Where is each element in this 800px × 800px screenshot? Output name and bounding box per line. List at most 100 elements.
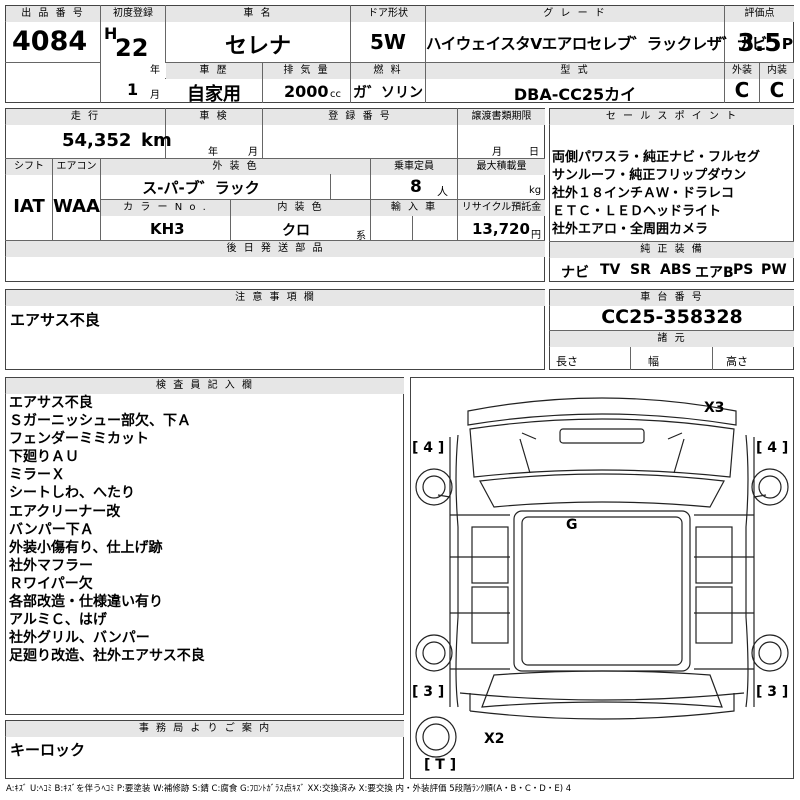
fuel-header: 燃 料 <box>351 63 425 79</box>
recycle-amount: 13,720 <box>472 220 530 238</box>
registration-number-header: 登 録 番 号 <box>263 109 457 125</box>
interior-color: クロ <box>282 223 310 239</box>
inspector-line-15: 足廻り改造、社外エアサス不良 <box>9 648 205 664</box>
transfer-month-unit: 月 <box>492 147 502 158</box>
color-number: KH3 <box>150 220 185 238</box>
recycle-unit: 円 <box>531 230 541 241</box>
exterior-header: 外装 <box>725 63 759 79</box>
mileage-header: 走 行 <box>6 109 165 125</box>
aircon: WAA <box>53 196 100 217</box>
shift-header: シフト <box>6 159 52 175</box>
car-damage-diagram <box>410 377 794 779</box>
inspector-notes-header: 検 査 員 記 入 欄 <box>6 378 404 394</box>
inspector-line-9: 外装小傷有り、仕上げ跡 <box>9 540 163 556</box>
inspector-line-14: 社外グリル、バンパー <box>9 630 150 646</box>
interior-color-header: 内 装 色 <box>231 200 370 216</box>
inspection-year-unit: 年 <box>208 147 218 158</box>
lot-number: 4084 <box>12 26 88 57</box>
capacity: 8 <box>410 177 422 197</box>
grade-header: グ レ ー ド <box>426 6 724 22</box>
chassis-number: CC25-358328 <box>601 306 743 328</box>
door-type-header: ドア形状 <box>351 6 425 22</box>
genuine-equipment-header: 純 正 装 備 <box>550 242 794 258</box>
inspector-line-2: Ｓガーニッシュー部欠、下Ａ <box>9 413 191 429</box>
month-unit: 月 <box>150 90 160 101</box>
inspector-line-13: アルミＣ、はげ <box>9 612 107 628</box>
mileage: 54,352 <box>62 130 132 151</box>
inspection-month-unit: 月 <box>248 147 258 158</box>
transfer-day-unit: 日 <box>529 147 539 158</box>
inspector-notes-block <box>5 377 404 715</box>
inspector-line-6: シートしわ、へたり <box>9 485 135 501</box>
year-unit: 年 <box>150 65 160 76</box>
car-outline-diagram <box>415 397 789 758</box>
capacity-header: 乗車定員 <box>371 159 457 175</box>
equipment-navi: ナビ <box>561 265 589 281</box>
color-number-header: カ ラ ー N o . <box>101 200 230 216</box>
load-unit: kg <box>529 185 542 196</box>
first-registration-header: 初度登録 <box>101 6 165 22</box>
capacity-unit: 人 <box>437 185 448 198</box>
sales-point-2: サンルーフ・純正フリップダウン <box>552 168 747 183</box>
notes-text: エアサス不良 <box>10 311 100 329</box>
displacement: 2000 <box>284 82 329 101</box>
equipment-abs: ABS <box>660 262 692 278</box>
equipment-power-steering: PS <box>733 262 754 278</box>
score: 3.5 <box>737 28 782 57</box>
inspector-line-8: バンパー下Ａ <box>9 522 94 538</box>
office-info-text: キーロック <box>10 741 86 759</box>
car-name: セレナ <box>224 34 291 59</box>
car-name-header: 車 名 <box>166 6 350 22</box>
exterior-color-header: 外 装 色 <box>101 159 370 175</box>
notes-header: 注 意 事 項 欄 <box>6 290 545 306</box>
chassis-number-header: 車 台 番 号 <box>550 290 794 306</box>
office-info-header: 事 務 局 よ り ご 案 内 <box>6 721 404 737</box>
import-header: 輸 入 車 <box>371 200 457 216</box>
inspection-header: 車 検 <box>166 109 262 125</box>
interior-color-unit: 系 <box>356 231 366 242</box>
sales-points-block <box>549 108 794 282</box>
displacement-unit: cc <box>330 89 341 100</box>
displacement-header: 排 気 量 <box>263 63 350 79</box>
equipment-airbag: エアB <box>695 265 734 281</box>
inspector-line-1: エアサス不良 <box>9 395 93 411</box>
legend-text: A:ｷｽﾞ U:ﾍｺﾐ B:ｷｽﾞを伴うﾍｺﾐ P:要塗装 W:補修跡 S:錆 … <box>6 784 572 794</box>
era: H <box>104 24 118 43</box>
registration-year: 22 <box>115 34 149 62</box>
equipment-power-windows: PW <box>761 262 787 278</box>
inspector-line-4: 下廻りＡＵ <box>9 449 79 465</box>
top-info-block <box>5 5 794 103</box>
interior-header: 内装 <box>760 63 794 79</box>
sales-point-4: ＥＴＣ・ＬＥＤヘッドライト <box>552 204 722 219</box>
mark-g: G <box>566 517 578 533</box>
inspector-line-7: エアクリーナー改 <box>9 504 121 520</box>
spare-tire: [ T ] <box>424 757 457 773</box>
interior-grade: C <box>769 78 785 102</box>
lot-number-header: 出 品 番 号 <box>6 6 100 22</box>
recycle-header: リサイクル預託金 <box>458 200 545 216</box>
model-code-header: 型 式 <box>426 63 724 79</box>
vehicle-details-block <box>5 108 545 282</box>
inspector-line-5: ミラーＸ <box>9 467 65 483</box>
aircon-header: エアコン <box>53 159 100 175</box>
exterior-color: ス-パ-ブ゛ラック <box>142 179 260 197</box>
history-header: 車 歴 <box>166 63 262 79</box>
sales-point-1: 両側パワスラ・純正ナビ・フルセグ <box>552 150 761 165</box>
mark-x3: X3 <box>704 400 725 416</box>
door-type: 5W <box>370 30 406 54</box>
registration-month: 1 <box>127 80 139 99</box>
transfer-deadline-header: 譲渡書類期限 <box>458 109 545 125</box>
fuel: ガ゛ソリン <box>353 85 423 101</box>
sales-points-header: セ ー ル ス ポ イ ン ト <box>550 109 794 125</box>
spec-height: 高さ <box>726 355 748 368</box>
shift: IAT <box>13 196 45 217</box>
notes-block <box>5 289 545 370</box>
chassis-block <box>549 289 794 370</box>
specs-header: 諸 元 <box>550 331 794 347</box>
spec-length: 長さ <box>556 355 578 368</box>
sales-point-3: 社外１８インチＡＷ・ドラレコ <box>552 186 735 201</box>
history: 自家用 <box>187 84 241 105</box>
equipment-sunroof: SR <box>630 262 651 278</box>
inspector-line-12: 各部改造・仕様違い有り <box>9 594 163 610</box>
grade: ハイウェイスタVエアロセレブ゛ラックレザ゛ナビ゛P <box>426 35 793 53</box>
